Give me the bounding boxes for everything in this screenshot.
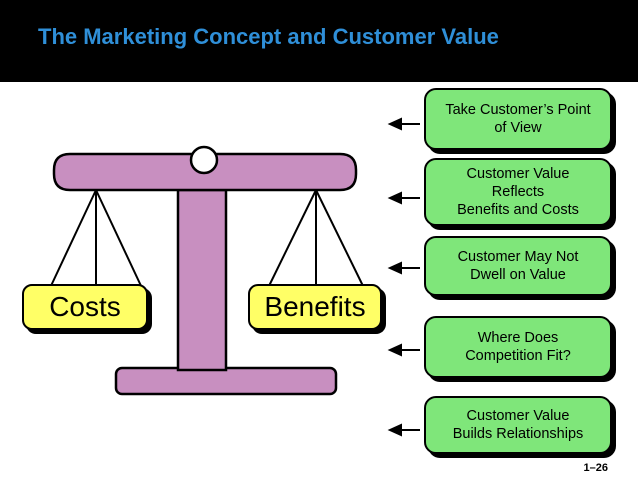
- box-line: Take Customer’s Point: [445, 102, 591, 118]
- scale-column: [176, 188, 228, 372]
- arrow-1: [387, 117, 420, 131]
- box-line: Customer Value: [466, 408, 570, 424]
- box-competition-fit: Where Does Competition Fit?: [424, 316, 612, 378]
- right-string: [267, 189, 317, 289]
- box-line: Builds Relationships: [452, 426, 584, 442]
- box-line: Dwell on Value: [470, 267, 566, 283]
- benefits-pan: Benefits: [248, 284, 382, 330]
- title-bar: [0, 0, 638, 82]
- scale-pivot: [189, 145, 219, 175]
- arrow-4: [387, 343, 420, 357]
- arrow-2: [387, 191, 420, 205]
- arrow-5: [387, 423, 420, 437]
- box-customer-point-of-view: Take Customer’s Point of View: [424, 88, 612, 150]
- scale-base: [114, 366, 338, 396]
- box-builds-relationships: Customer Value Builds Relationships: [424, 396, 612, 454]
- slide-title: The Marketing Concept and Customer Value: [38, 24, 499, 49]
- left-string: [95, 189, 143, 289]
- box-line: Reflects: [491, 184, 545, 200]
- box-line: of View: [494, 120, 542, 136]
- costs-pan: Costs: [22, 284, 148, 330]
- box-line: Competition Fit?: [465, 348, 571, 364]
- box-line: Customer May Not: [457, 249, 579, 265]
- box-line: Where Does: [477, 330, 559, 346]
- box-line: Customer Value: [466, 166, 570, 182]
- box-value-reflects-benefits-costs: Customer Value Reflects Benefits and Cos…: [424, 158, 612, 226]
- right-string: [315, 189, 365, 289]
- left-string: [49, 189, 97, 289]
- box-may-not-dwell-on-value: Customer May Not Dwell on Value: [424, 236, 612, 296]
- box-line: Benefits and Costs: [457, 202, 579, 218]
- arrow-3: [387, 261, 420, 275]
- slide-number: 1–26: [583, 462, 608, 474]
